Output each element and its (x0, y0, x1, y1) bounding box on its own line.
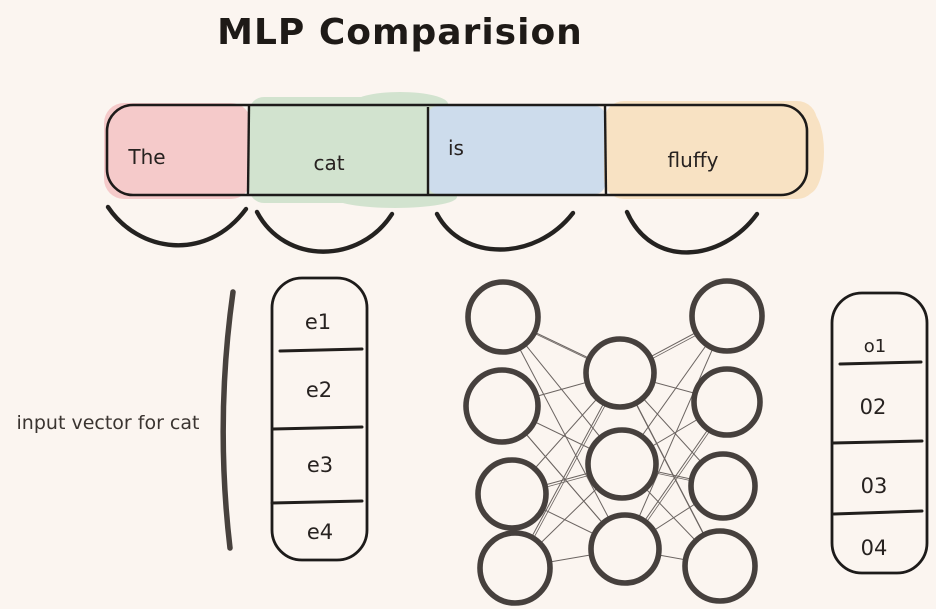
output-vector-box: o1 02 03 04 (830, 291, 929, 575)
output-vector-outline (830, 291, 929, 575)
input-cell-divider (270, 499, 364, 505)
output-cell-o3: 03 (861, 474, 888, 498)
token-divider (246, 105, 251, 195)
neuron-input-3 (475, 457, 549, 531)
neuron-output-2 (691, 366, 763, 438)
neuron-hidden-1 (583, 336, 657, 410)
sentence-token-bar: The cat is fluffy (104, 92, 824, 208)
mlp-network (463, 278, 765, 606)
underbrace-curve-4 (624, 209, 760, 255)
input-cell-e1: e1 (305, 310, 331, 334)
token-fill-fluffy (604, 101, 817, 199)
token-fill-is (428, 106, 605, 194)
edge-line (624, 315, 728, 550)
token-label-fluffy: fluffy (668, 148, 719, 172)
neuron-input-4 (477, 530, 553, 606)
input-cell-divider (271, 425, 364, 431)
token-fill-cat (249, 97, 430, 203)
output-cell-o1: o1 (864, 336, 886, 357)
left-paren-bracket (220, 289, 236, 551)
neuron-output-1 (689, 278, 765, 354)
input-cell-divider (278, 347, 364, 353)
neuron-hidden-3 (588, 512, 662, 586)
token-bar-outline (105, 103, 809, 197)
neuron-input-1 (465, 279, 541, 355)
output-cell-o4: 04 (861, 536, 888, 560)
edge-line (502, 316, 626, 550)
input-annotation: input vector for cat (17, 289, 236, 551)
input-cell-e3: e3 (307, 453, 333, 477)
underbrace-curve-2 (254, 209, 395, 254)
neuron-input-2 (463, 367, 541, 445)
underbrace-curve-3 (434, 210, 576, 252)
token-divider (603, 105, 608, 196)
underbrace-curves (105, 204, 760, 255)
output-cell-divider (838, 360, 923, 366)
output-cell-o2: 02 (860, 395, 887, 419)
token-label-cat: cat (313, 151, 344, 175)
underbrace-curve-1 (105, 204, 249, 248)
token-label-is: is (448, 136, 464, 160)
input-annotation-label: input vector for cat (17, 412, 200, 434)
token-fill-the (104, 103, 251, 199)
diagram-title: MLP Comparision (217, 12, 583, 53)
input-cell-e2: e2 (306, 378, 332, 402)
token-label-the: The (127, 145, 165, 169)
input-vector-box: e1 e2 e3 e4 (270, 276, 369, 562)
neuron-hidden-2 (585, 427, 659, 501)
input-cell-e4: e4 (307, 520, 333, 544)
neuron-output-4 (682, 528, 758, 604)
output-cell-divider (831, 439, 924, 445)
output-cell-divider (832, 509, 924, 516)
neuron-output-3 (688, 451, 758, 521)
input-vector-outline (270, 276, 369, 562)
